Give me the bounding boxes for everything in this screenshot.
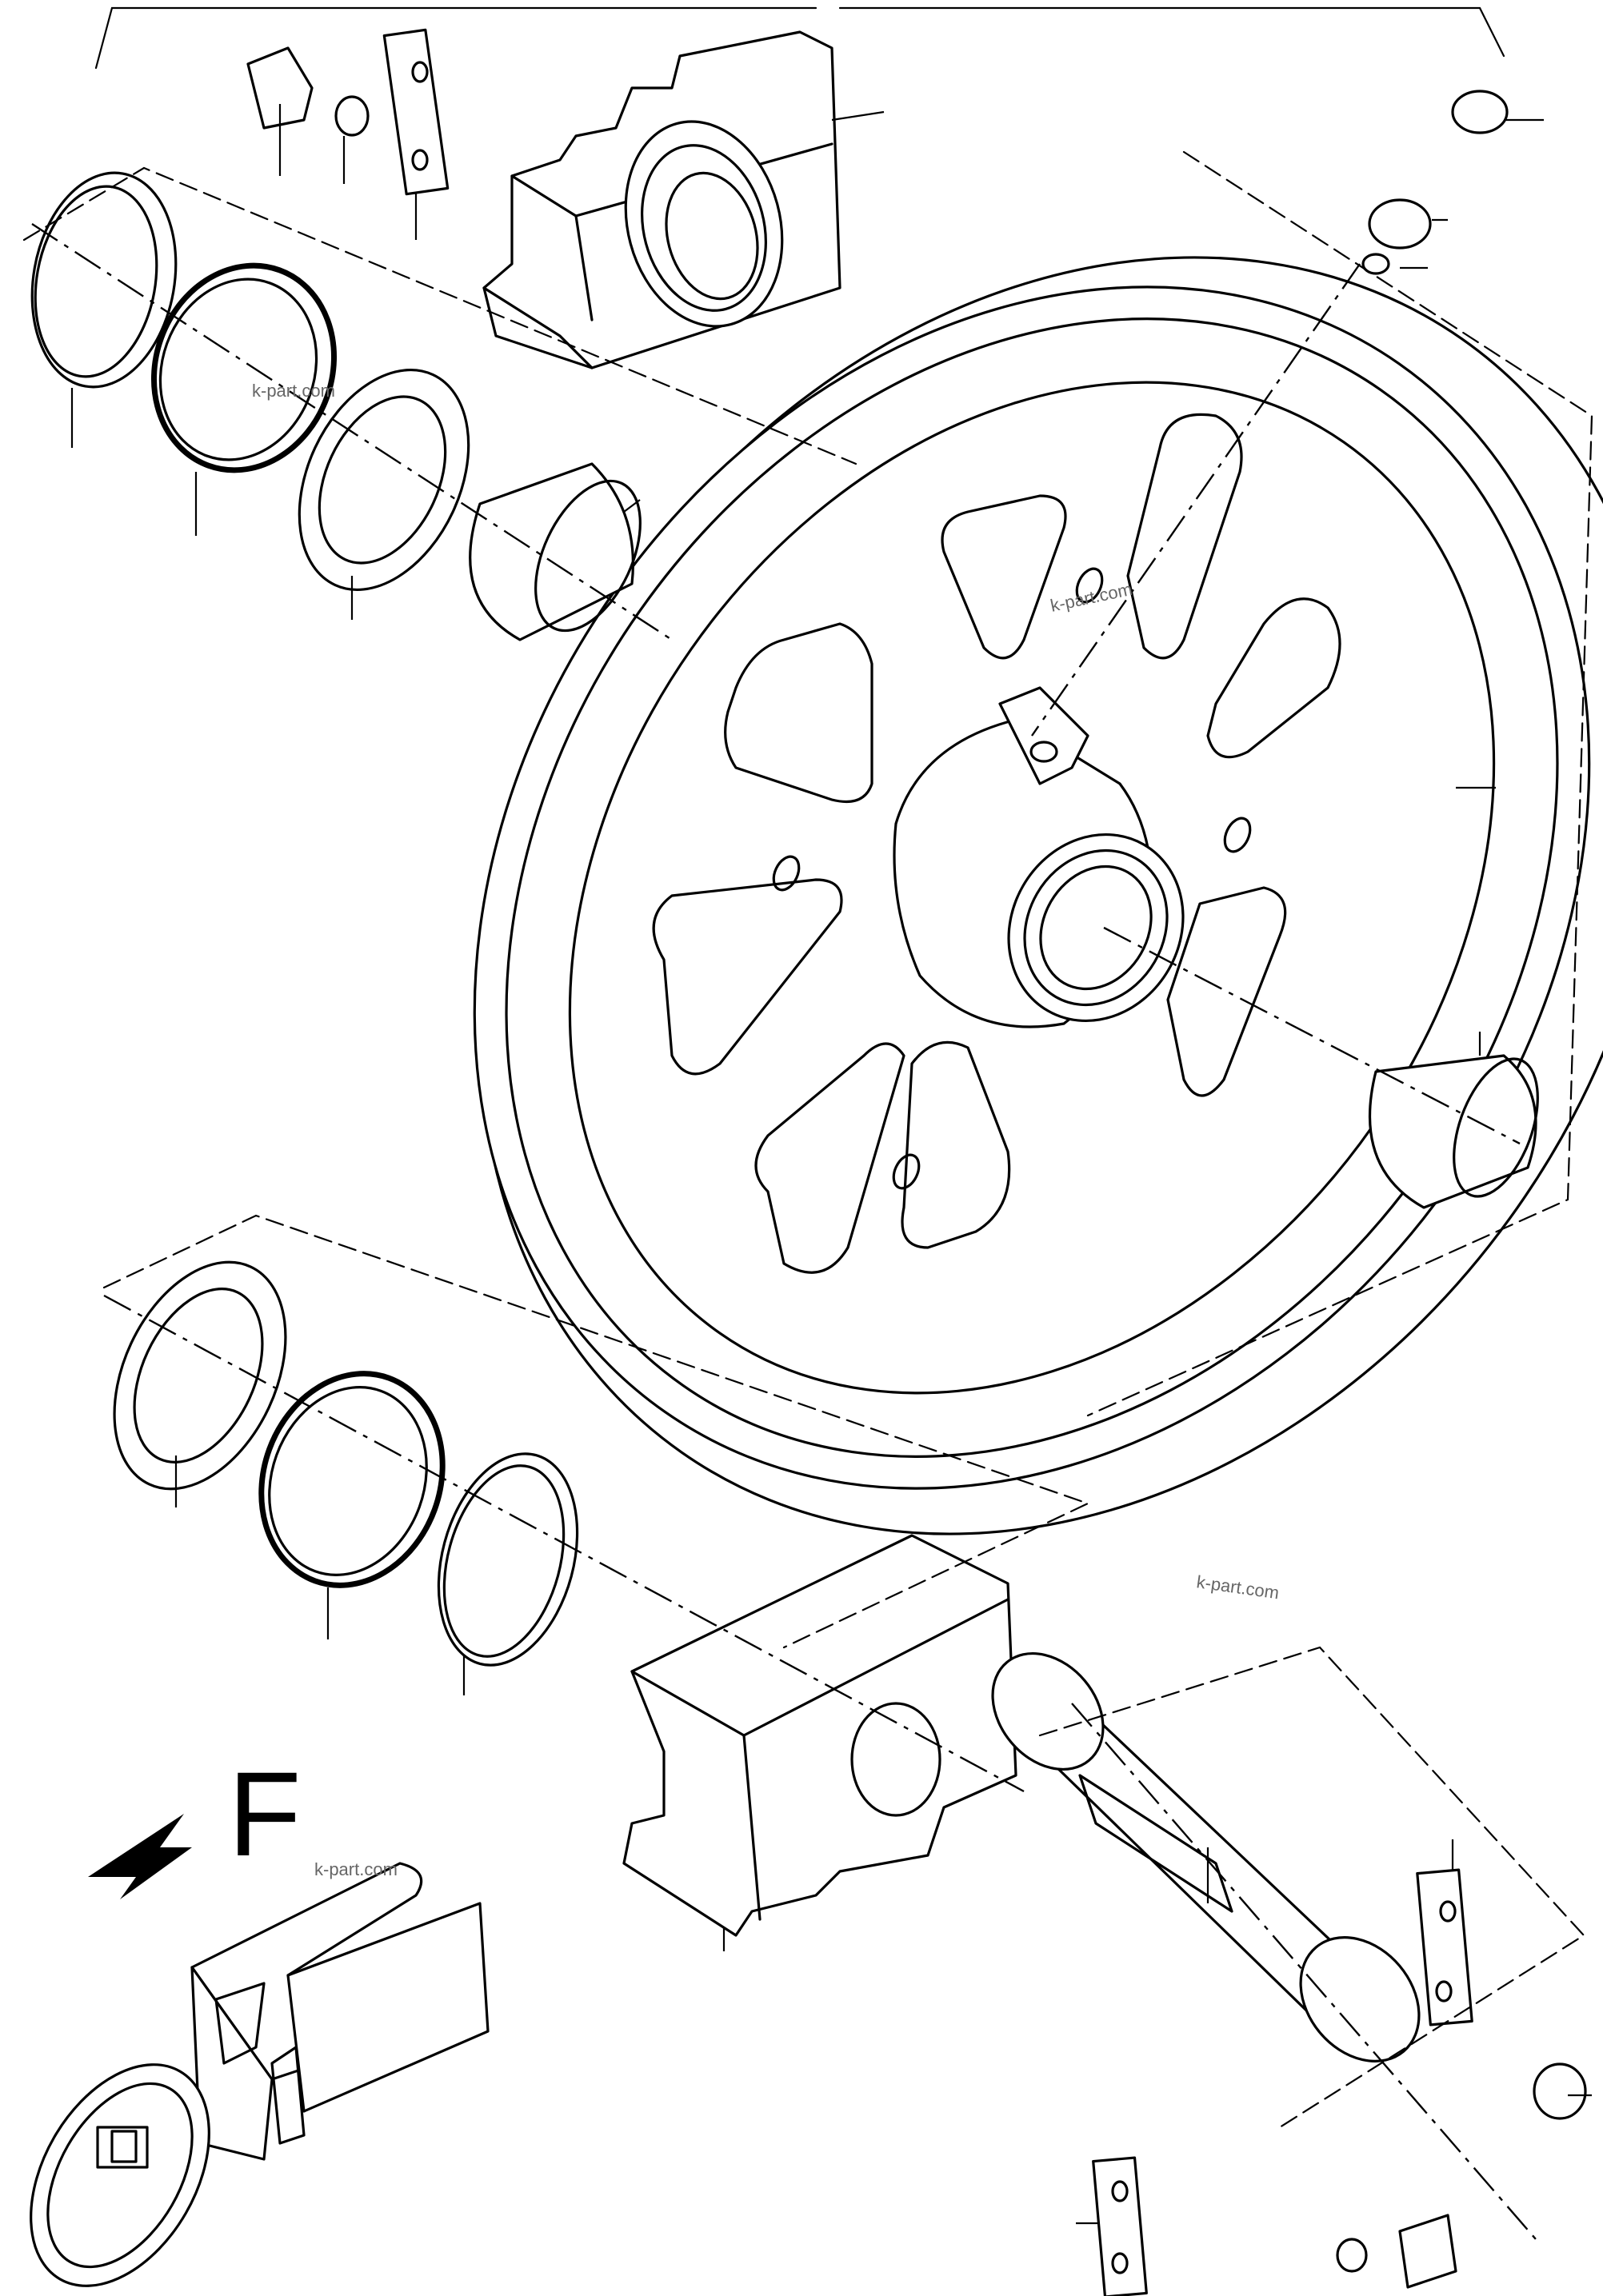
upper-bearing-block <box>482 30 841 369</box>
direction-label: F <box>228 1747 302 1881</box>
arrow-left-down-icon <box>88 1814 192 1899</box>
watermark-text: k-part.com <box>252 381 335 401</box>
watermark-text: k-part.com <box>1195 1571 1280 1603</box>
phantom-outlines <box>22 150 1593 2129</box>
lower-seal-group <box>113 1260 579 1667</box>
top-frame-bracket <box>94 6 1505 70</box>
idler-shaft <box>991 1651 1421 2062</box>
right-bushing <box>1368 1054 1539 1209</box>
direction-indicator: F <box>88 1747 302 1899</box>
watermark-text: k-part.com <box>314 1859 398 1879</box>
center-lines <box>31 222 1537 2240</box>
lower-bearing-block <box>622 1534 1017 1937</box>
web-holes <box>772 567 1252 1190</box>
fasteners <box>246 28 1587 2296</box>
wheel-hub <box>893 686 1185 1028</box>
location-inset <box>30 1862 490 2287</box>
spoke-windows <box>652 413 1341 1274</box>
idler-wheel <box>473 256 1603 1535</box>
leader-lines <box>70 104 1592 2225</box>
